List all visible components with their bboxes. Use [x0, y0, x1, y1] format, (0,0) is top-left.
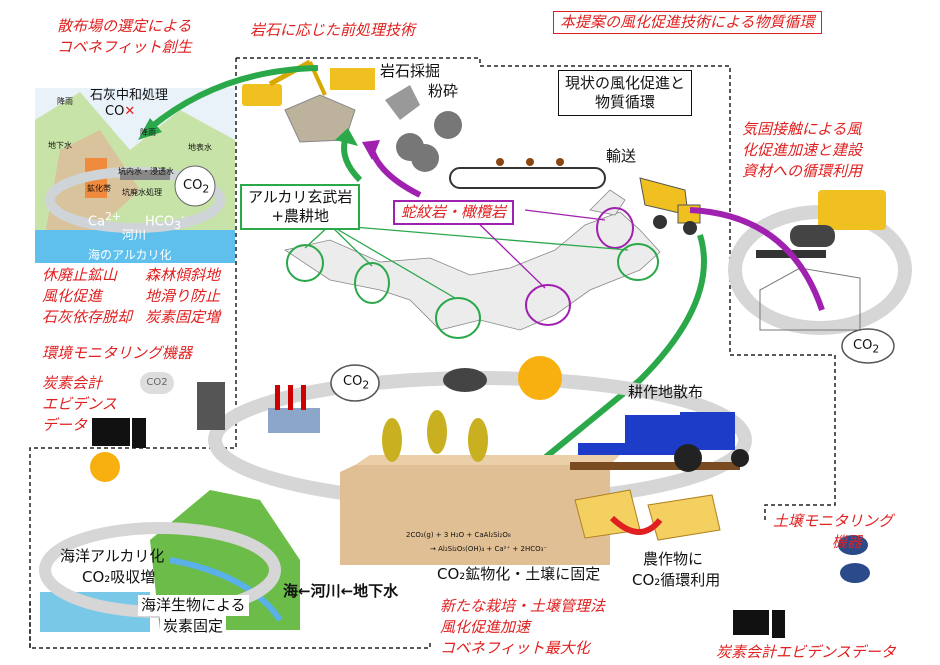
mining-label: 岩石採掘 — [380, 62, 441, 80]
lime-label: 石灰中和処理 — [90, 88, 169, 103]
ocean-alk-label: 海のアルカリ化 — [88, 248, 172, 262]
tractor-icon — [578, 412, 749, 472]
env-monitor-label: 環境モニタリング機器 — [42, 344, 193, 362]
tag-mine-treat: 坑廃水処理 — [122, 188, 162, 197]
co2-mine-badge: CO2 — [183, 178, 210, 196]
mine-panel — [35, 88, 235, 263]
serpentine-box: 蛇紋岩・橄欖岩 — [393, 200, 515, 225]
tag-rain1: 降雨 — [57, 97, 73, 106]
cross-icon: ✕ — [124, 104, 136, 119]
tag-ore: 鉱化帯 — [87, 184, 111, 193]
left-red-2: 風化促進 — [42, 287, 103, 305]
soil-monitor-1: 土壌モニタリング — [773, 512, 894, 530]
alkali-basalt-line2: +農耕地 — [271, 207, 329, 225]
dashed-borders — [29, 57, 836, 649]
map-circles — [286, 207, 659, 339]
co2-right-badge: CO2 — [853, 338, 880, 356]
equation-1: 2CO₂(g) + 3 H₂O + CaAl₂Si₂O₈ — [406, 531, 511, 539]
soil-monitor-2: 機器 — [832, 533, 863, 551]
current-box-line1: 現状の風化促進と — [565, 74, 686, 92]
crushing-label: 粉砕 — [428, 82, 459, 100]
hco3-label: HCO3- — [145, 210, 185, 232]
green-arrows — [148, 65, 707, 473]
transport-label: 輸送 — [606, 147, 637, 165]
carbon-data-label: 炭素会計エビデンスデータ — [716, 643, 896, 661]
marine-carbon-1: 海洋生物による — [138, 595, 249, 616]
mineral-label: CO₂鉱物化・土壌に固定 — [437, 565, 601, 583]
dump-truck — [639, 177, 701, 235]
forest-red-1: 森林傾斜地 — [145, 266, 221, 284]
factory-icon — [268, 385, 320, 433]
river-label: 河川 — [122, 228, 147, 242]
crop-arrow — [609, 515, 663, 535]
current-box-line2: 物質循環 — [595, 93, 656, 111]
alkali-basalt-line1: アルカリ玄武岩 — [248, 188, 353, 206]
alkali-basalt-box: アルカリ玄武岩 +農耕地 — [240, 184, 361, 230]
gas-contact-3: 資材への循環利用 — [742, 162, 863, 180]
new-cult-2: 風化促進加速 — [440, 618, 531, 636]
sea-river-label: 海←河川←地下水 — [283, 582, 399, 600]
soil-monitor-device — [733, 535, 870, 638]
forest-red-3: 炭素固定増 — [145, 308, 221, 326]
equation-2: → Al₂Si₂O₅(OH)₄ + Ca²⁺ + 2HCO₃⁻ — [430, 545, 548, 553]
ca-label: Ca2+ — [88, 210, 122, 230]
conveyor — [449, 158, 606, 189]
ocean-alk-1: 海洋アルカリ化 — [60, 547, 165, 565]
ca-text: Ca — [88, 214, 106, 230]
co2-cross-label: CO✕ — [105, 104, 135, 119]
tag-groundwater: 地下水 — [48, 141, 72, 150]
tl-red-1: 散布場の選定による — [57, 17, 192, 35]
new-cult-1: 新たな栽培・土壌管理法 — [440, 597, 606, 615]
co2-badge: CO2 — [140, 372, 174, 394]
evidence-3: データ — [42, 416, 88, 434]
rain-cloud-icon — [443, 368, 487, 392]
tag-rain2: 降雨 — [140, 128, 156, 137]
hco3-text: HCO — [145, 214, 175, 230]
tag-mine-water: 坑内水・浸透水 — [118, 167, 174, 176]
co2-clouds — [330, 328, 895, 402]
tag-surfacewater: 地表水 — [188, 143, 212, 152]
marine-carbon-2: 炭素固定 — [160, 616, 227, 637]
left-red-1: 休廃止鉱山 — [42, 266, 118, 284]
evidence-1: 炭素会計 — [42, 374, 103, 392]
pretreat-label: 岩石に応じた前処理技術 — [250, 21, 416, 39]
sun-icon — [518, 356, 562, 400]
crops-1: 農作物に — [643, 550, 704, 568]
co2-cross-text: CO — [105, 104, 125, 119]
gas-contact-1: 気固接触による風 — [742, 120, 862, 138]
co2-factory-badge: CO2 — [343, 374, 370, 392]
page-title: 本提案の風化促進技術による物質循環 — [553, 11, 822, 34]
plants — [382, 410, 488, 462]
tl-red-2: コベネフィット創生 — [57, 38, 192, 56]
env-monitor-device — [92, 382, 225, 448]
new-cult-3: コベネフィット最大化 — [440, 639, 590, 657]
left-red-3: 石灰依存脱却 — [42, 308, 133, 326]
crops-2: CO₂循環利用 — [632, 571, 721, 589]
current-box: 現状の風化促進と 物質循環 — [558, 70, 693, 116]
farm-spread-label: 耕作地散布 — [628, 383, 704, 401]
ocean-alk-2: CO₂吸収増 — [82, 568, 156, 586]
forest-red-2: 地滑り防止 — [145, 287, 221, 305]
evidence-2: エビデンス — [42, 395, 117, 413]
gas-contact-2: 化促進加速と建設 — [742, 141, 863, 159]
